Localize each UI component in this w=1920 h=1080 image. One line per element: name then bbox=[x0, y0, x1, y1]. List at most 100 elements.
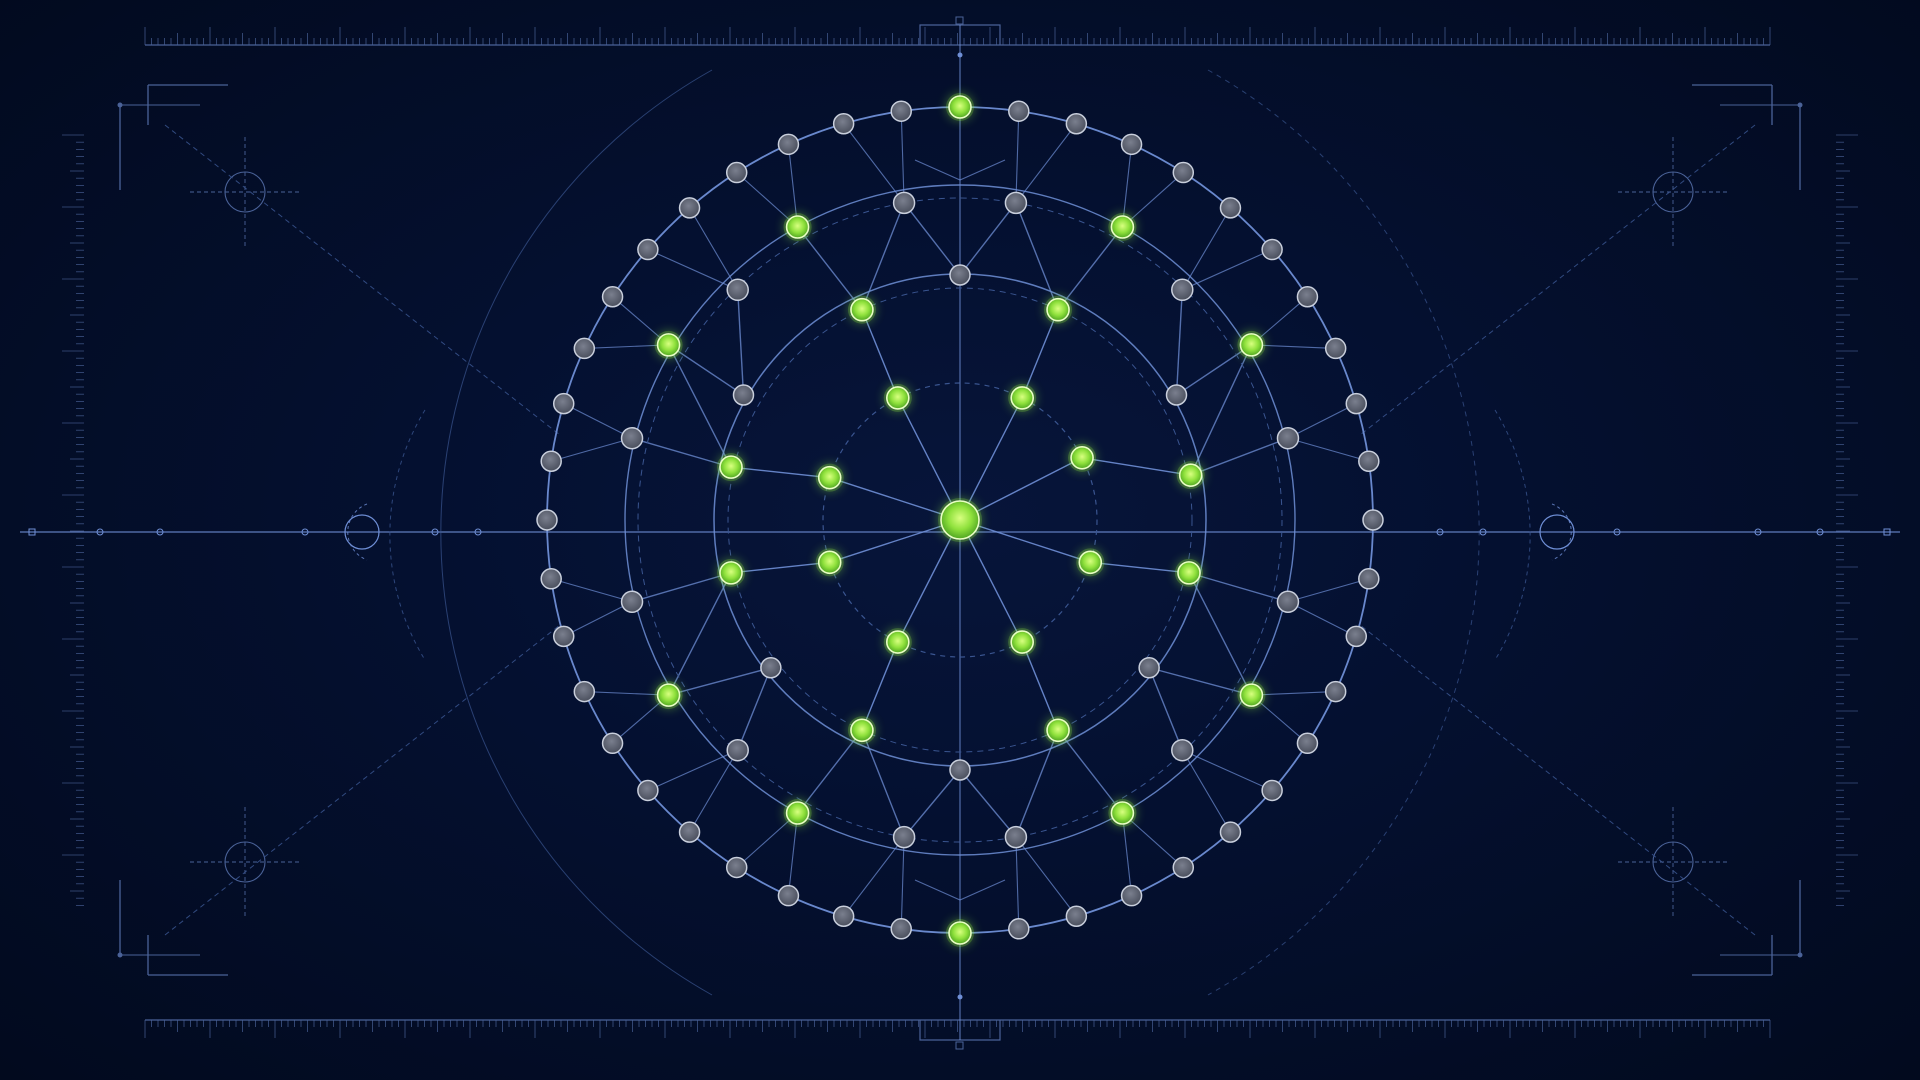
node-outer-14 bbox=[1324, 680, 1347, 703]
node-outer-36 bbox=[573, 337, 596, 360]
edge-center-ring1 bbox=[959, 519, 1091, 564]
edge-ring2-ring3 bbox=[1175, 289, 1183, 396]
edge-ring3-ring4 bbox=[563, 403, 633, 439]
ring-1-dashed bbox=[822, 382, 1098, 658]
top-notch-marker bbox=[955, 16, 964, 25]
node-outer-13 bbox=[1345, 625, 1368, 648]
right-ruler bbox=[1836, 134, 1858, 906]
axis-node bbox=[1816, 528, 1824, 536]
guide-lines bbox=[20, 25, 1900, 1040]
edge-ring2-ring3 bbox=[959, 769, 1017, 838]
edge-ring3-ring4 bbox=[900, 837, 905, 929]
node-outer-39 bbox=[678, 197, 701, 219]
edge-ring3-ring4 bbox=[1287, 601, 1357, 637]
edge-ring2-ring3 bbox=[667, 572, 732, 696]
diagonal-guide bbox=[1359, 124, 1756, 436]
node-ring2-9 bbox=[760, 657, 782, 679]
node-ring3-18 bbox=[656, 333, 681, 357]
edge-ring3-ring4 bbox=[563, 601, 633, 637]
edge-center-ring1 bbox=[959, 519, 1023, 643]
node-outer-35 bbox=[552, 392, 575, 415]
bottom-ruler bbox=[144, 1019, 1771, 1038]
node-outer-15 bbox=[1296, 732, 1319, 755]
edge-ring2-ring3 bbox=[959, 202, 1017, 276]
node-ring2-7 bbox=[949, 759, 971, 781]
node-ring3-2 bbox=[1004, 191, 1028, 215]
node-ring2-13 bbox=[850, 297, 874, 322]
node-ring3-13 bbox=[785, 801, 810, 825]
edge-ring3-ring4 bbox=[1287, 437, 1369, 462]
node-outer-33 bbox=[536, 509, 558, 531]
axis-node bbox=[301, 528, 309, 536]
node-ring2-10 bbox=[719, 561, 743, 585]
node-ring2-1 bbox=[1046, 297, 1070, 322]
node-outer-12 bbox=[1358, 568, 1380, 590]
edge-ring2-ring3 bbox=[1188, 572, 1253, 696]
node-outer-29 bbox=[601, 732, 624, 755]
edge-ring3-ring4 bbox=[843, 836, 905, 917]
node-outer-10 bbox=[1358, 450, 1380, 472]
outer-arc-right bbox=[1207, 69, 1480, 996]
edge-ring2-ring3 bbox=[1057, 729, 1123, 814]
node-ring3-6 bbox=[1276, 426, 1300, 450]
edge-ring1-ring2 bbox=[861, 641, 899, 731]
axis-node bbox=[431, 528, 439, 536]
axis-node bbox=[96, 528, 104, 536]
node-ring3-7 bbox=[1276, 590, 1300, 614]
edge-ring3-ring4 bbox=[689, 207, 739, 291]
edge-ring3-ring4 bbox=[843, 123, 905, 204]
edge-ring2-ring3 bbox=[1057, 226, 1123, 311]
axis-dot bbox=[957, 994, 963, 1000]
node-ring1-2 bbox=[1078, 550, 1103, 575]
corner-bracket-tl bbox=[119, 84, 228, 190]
node-ring1-7 bbox=[886, 386, 910, 410]
inner-arc-right bbox=[1494, 409, 1531, 661]
edge-ring2-ring3 bbox=[1188, 572, 1289, 603]
hud-frame bbox=[62, 16, 1858, 1050]
node-outer-7 bbox=[1296, 285, 1319, 308]
node-outer-38 bbox=[637, 238, 659, 261]
node-outer-30 bbox=[573, 680, 596, 703]
diagonal-guide bbox=[164, 124, 561, 436]
node-ring3-9 bbox=[1171, 738, 1194, 762]
node-outer-37 bbox=[601, 285, 624, 308]
corner-bracket-bl-dot bbox=[117, 952, 123, 958]
node-outer-11 bbox=[1362, 509, 1384, 531]
top-ruler bbox=[144, 27, 1771, 46]
node-ring3-4 bbox=[1171, 278, 1194, 302]
edge-ring2-ring3 bbox=[1190, 344, 1253, 476]
node-outer-1 bbox=[1008, 100, 1030, 122]
node-ring2-11 bbox=[719, 455, 743, 479]
node-outer-2 bbox=[1065, 112, 1088, 135]
edge-ring2-ring3 bbox=[1148, 667, 1183, 751]
edge-ring2-ring3 bbox=[1176, 344, 1252, 396]
edge-center-ring1 bbox=[897, 519, 961, 643]
axis-node bbox=[474, 528, 482, 536]
left-ruler bbox=[62, 134, 84, 906]
diagonal-guide bbox=[1359, 624, 1756, 936]
node-ring3-14 bbox=[726, 738, 749, 762]
node-outer-25 bbox=[777, 884, 800, 907]
axis-node bbox=[1754, 528, 1762, 536]
edge-ring3-ring4 bbox=[1287, 403, 1357, 439]
edge-ring2-ring3 bbox=[797, 729, 863, 814]
edge-ring2-ring3 bbox=[1015, 202, 1059, 310]
edge-ring3-ring4 bbox=[1251, 344, 1336, 349]
edge-ring1-ring2 bbox=[1021, 309, 1059, 399]
node-ring1-1 bbox=[1070, 446, 1094, 470]
edge-ring3-ring4 bbox=[647, 249, 738, 291]
edge-bottom-chevron bbox=[914, 879, 1006, 901]
axis-node bbox=[1613, 528, 1621, 536]
edge-ring3-ring4 bbox=[689, 749, 739, 833]
node-ring1-4 bbox=[886, 630, 910, 654]
edge-center-ring1 bbox=[959, 397, 1023, 521]
node-outer-26 bbox=[725, 856, 748, 879]
node-outer-4 bbox=[1172, 161, 1195, 184]
node-ring3-15 bbox=[656, 683, 681, 707]
edge-ring2-ring3 bbox=[631, 437, 732, 468]
node-outer-5 bbox=[1219, 197, 1242, 219]
crosshair-ring bbox=[224, 171, 266, 213]
ring-3-solid bbox=[624, 184, 1296, 856]
edge-ring2-ring3 bbox=[667, 344, 732, 468]
